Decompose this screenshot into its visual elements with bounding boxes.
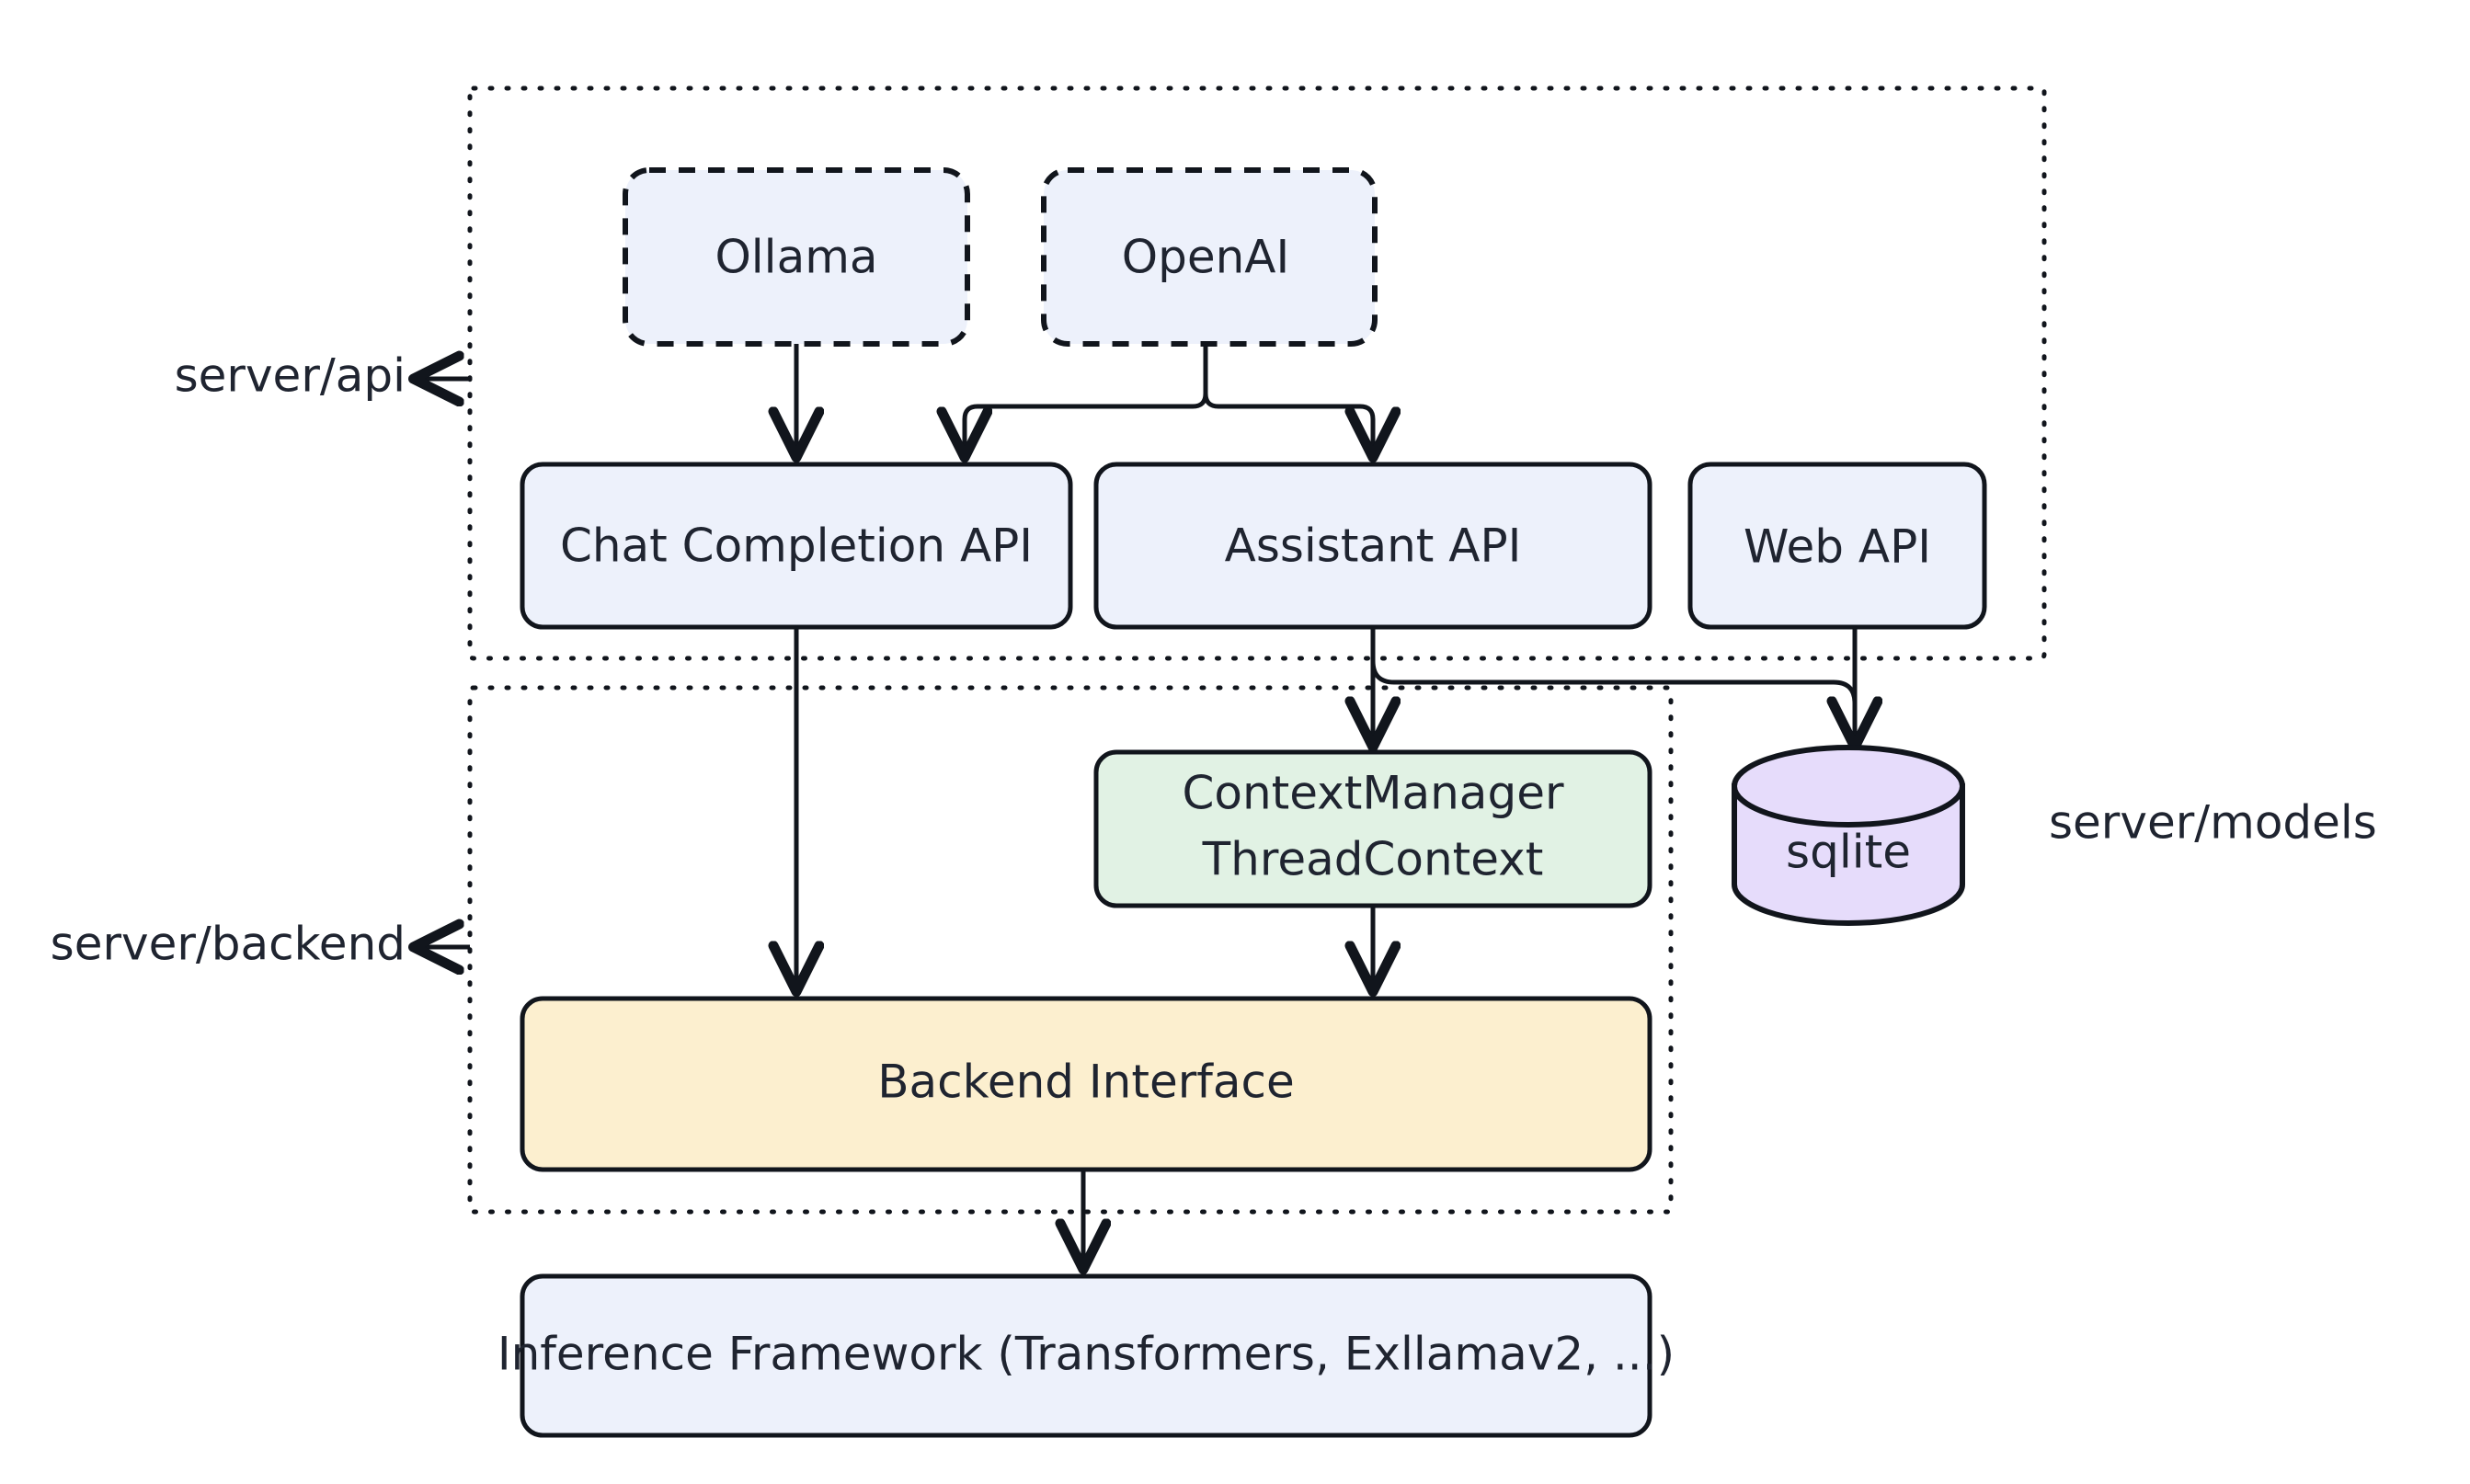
node-openai-box: [1041, 167, 1378, 347]
node-chat-completion-api-box: [520, 462, 1073, 630]
cluster-server-backend: [467, 685, 1674, 1215]
node-chat-completion-api[interactable]: Chat Completion API: [520, 462, 1073, 630]
node-inference-framework-label: Inference Framework (Transformers, Exlla…: [497, 1328, 1675, 1381]
node-openai-label: OpenAI: [1122, 231, 1290, 284]
node-backend-interface-box: [520, 996, 1652, 1172]
node-context-manager-box: [1093, 749, 1652, 908]
node-backend-interface[interactable]: Backend Interface: [520, 996, 1652, 1172]
node-sqlite-cylinder-top: [1732, 745, 1965, 828]
node-sqlite-label: sqlite: [1786, 826, 1911, 879]
node-ollama-label: Ollama: [715, 231, 877, 284]
edge-openai-to-assistant-api: [1203, 344, 1373, 455]
cluster-label-server-backend-text: server/backend: [51, 918, 406, 971]
node-ollama-box: [623, 167, 970, 347]
cluster-server-api: [467, 86, 2047, 661]
node-web-api[interactable]: Web API: [1687, 462, 1987, 630]
node-assistant-api[interactable]: Assistant API: [1093, 462, 1652, 630]
node-context-manager-label-line1: ContextManager: [1182, 767, 1563, 820]
node-chat-completion-api-label: Chat Completion API: [560, 519, 1033, 573]
node-openai[interactable]: OpenAI: [1041, 167, 1378, 347]
node-inference-framework-box: [520, 1273, 1652, 1438]
cluster-label-server-backend: server/backend: [51, 918, 470, 971]
edge-openai-to-chat-api: [965, 344, 1208, 455]
node-context-manager-label-line2: ThreadContext: [1202, 833, 1544, 886]
node-assistant-api-box: [1093, 462, 1652, 630]
node-ollama[interactable]: Ollama: [623, 167, 970, 347]
edge-web-api-to-sqlite: [1834, 627, 1855, 745]
node-sqlite[interactable]: sqlite: [1732, 745, 1965, 926]
node-context-manager[interactable]: ContextManager ThreadContext: [1093, 749, 1652, 908]
label-server-models: server/models: [2049, 796, 2377, 850]
node-backend-interface-label: Backend Interface: [877, 1056, 1295, 1109]
node-web-api-label: Web API: [1744, 520, 1931, 574]
cluster-label-server-api: server/api: [175, 349, 470, 403]
cluster-label-server-api-text: server/api: [175, 349, 406, 403]
node-assistant-api-label: Assistant API: [1225, 519, 1522, 573]
node-web-api-box: [1687, 462, 1987, 630]
edge-assistant-api-to-sqlite: [1370, 627, 1834, 685]
node-inference-framework[interactable]: Inference Framework (Transformers, Exlla…: [497, 1273, 1675, 1438]
